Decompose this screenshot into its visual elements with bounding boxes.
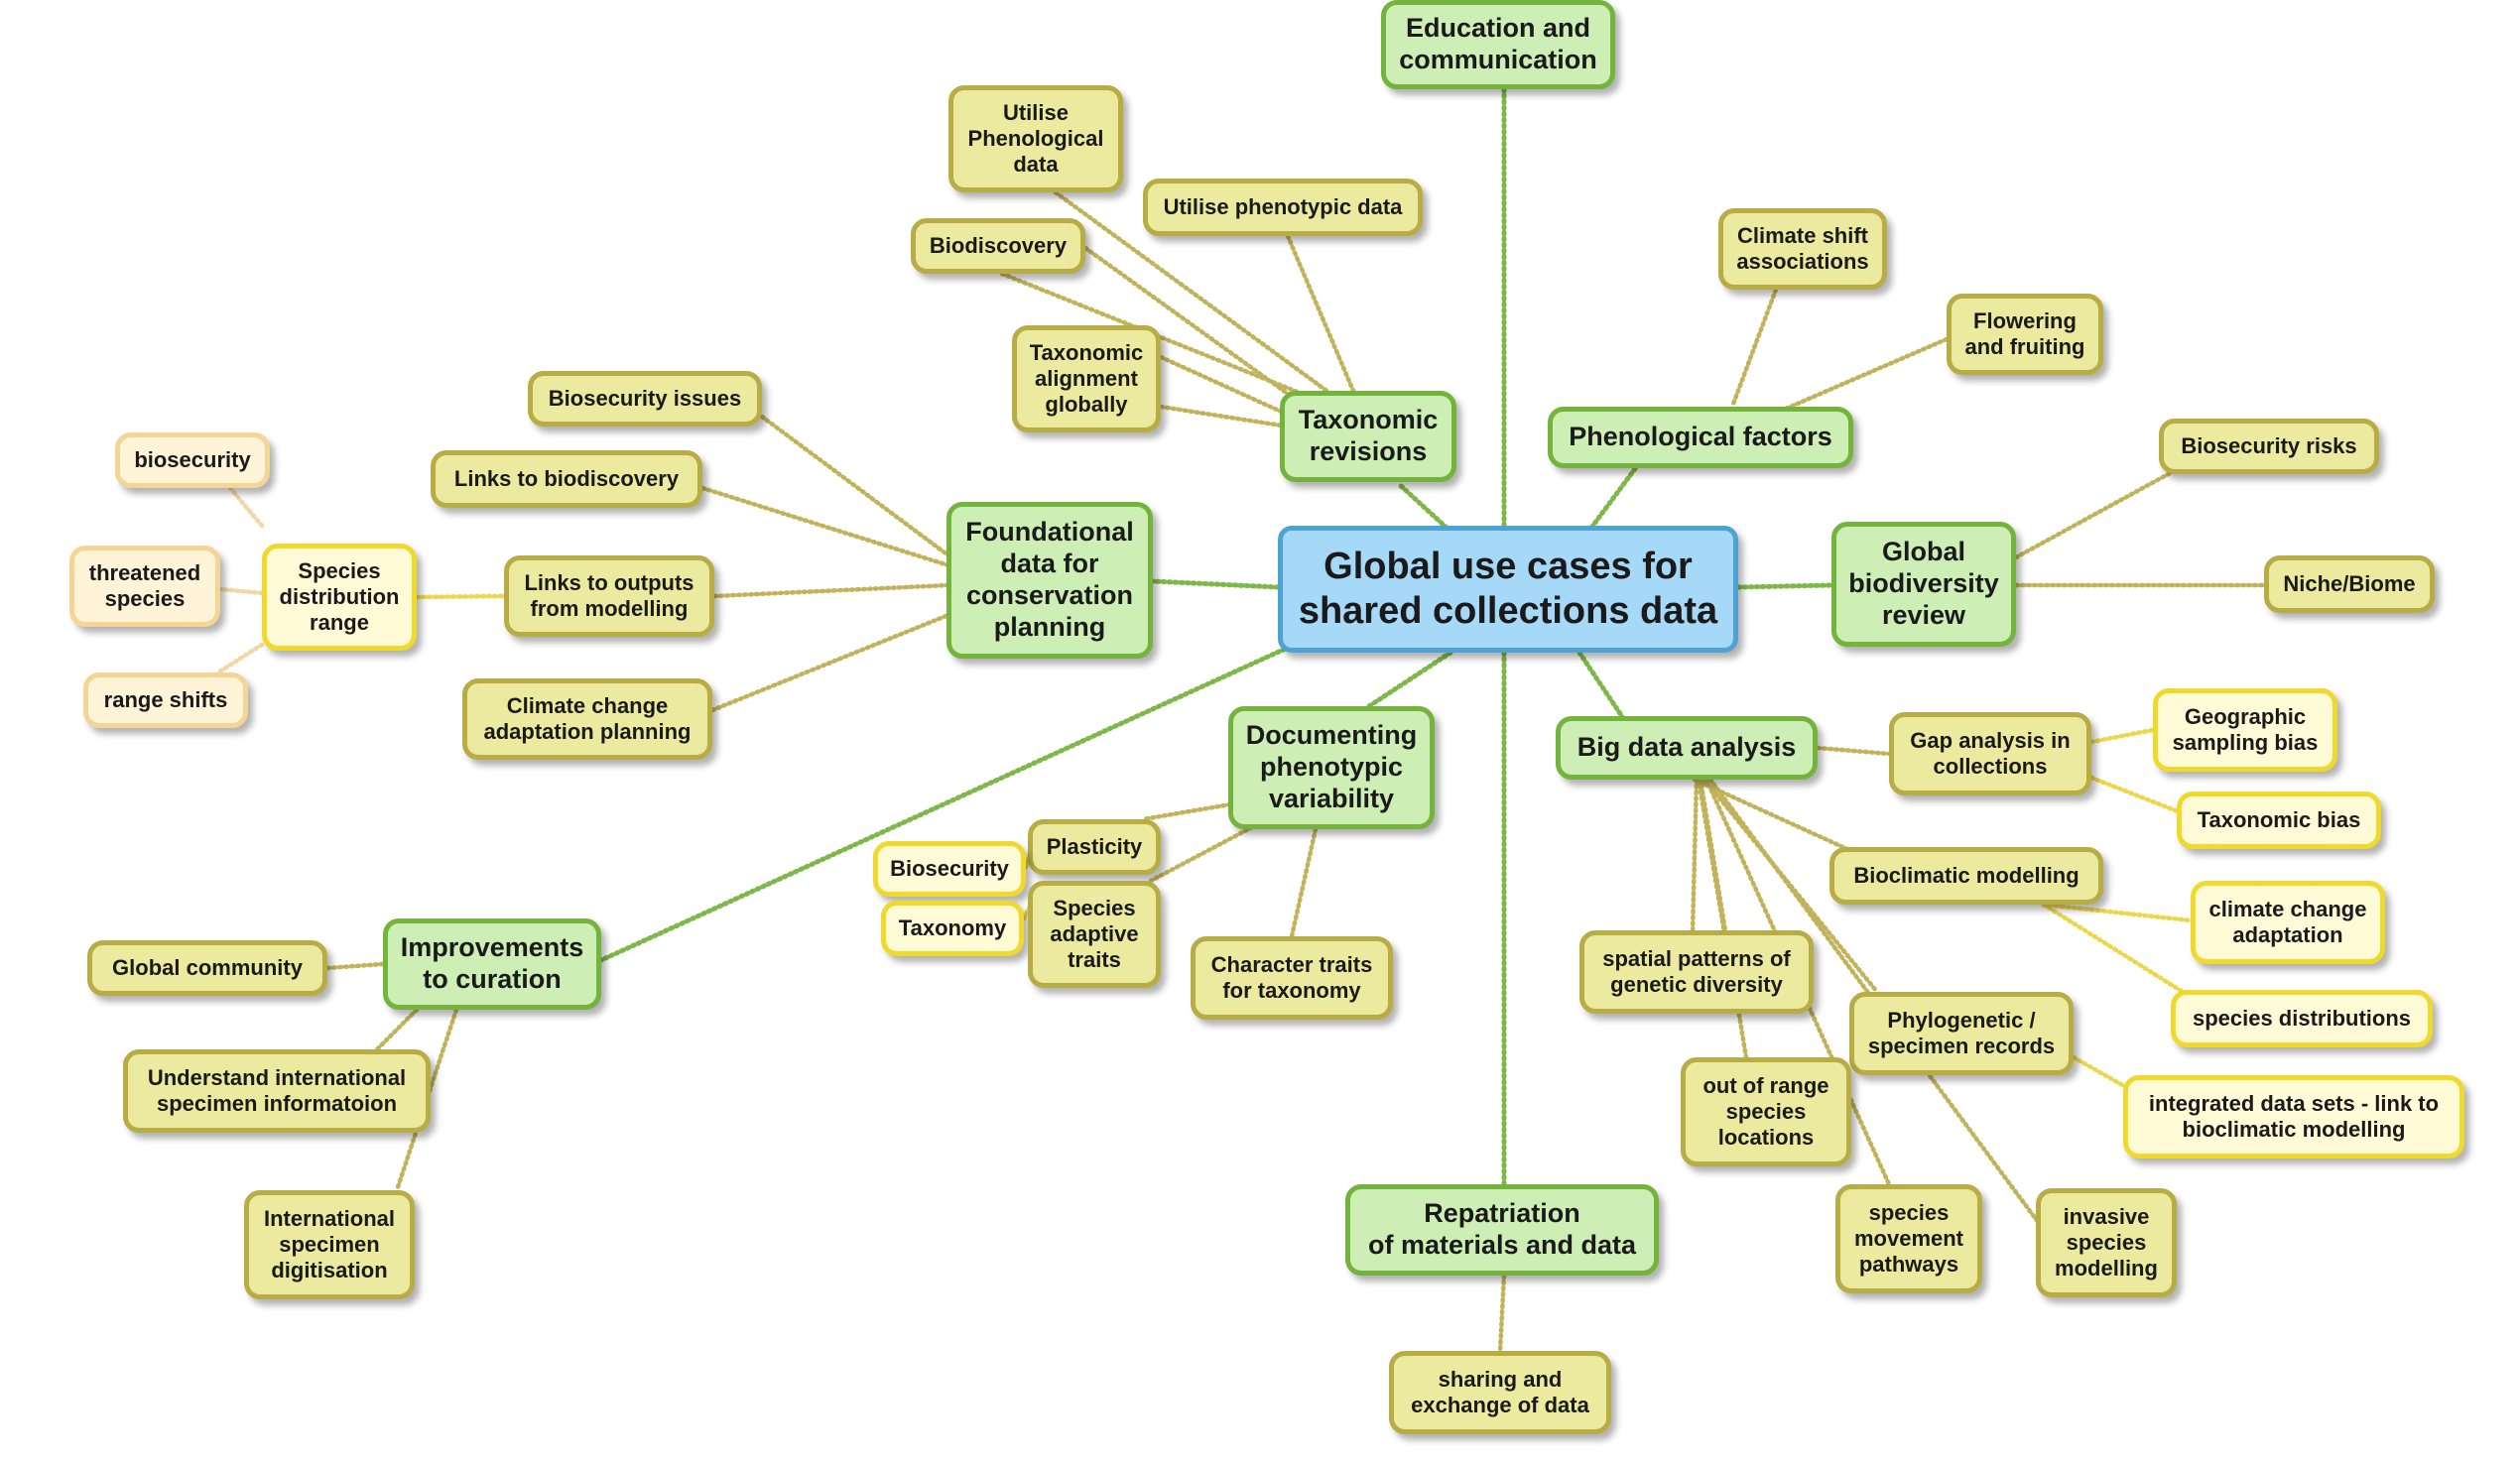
leaf-invasive-species-modelling[interactable]: invasive species modelling [2036, 1188, 2177, 1297]
leaf-links-to-biodiscovery[interactable]: Links to biodiscovery [431, 450, 702, 508]
branch-education-communication[interactable]: Education and communication [1381, 0, 1615, 89]
connector-line [2041, 902, 2186, 995]
connector-line [2088, 775, 2186, 816]
leaf-flowering-and-fruiting[interactable]: Flowering and fruiting [1947, 294, 2103, 375]
leaf-biosecurity-issues[interactable]: Biosecurity issues [528, 371, 762, 427]
connector-line [1053, 189, 1332, 396]
connector-line [1150, 578, 1281, 590]
leaf-taxonomic-alignment-globally[interactable]: Taxonomic alignment globally [1012, 325, 1161, 432]
leaf-biosecurity-documenting[interactable]: Biosecurity [873, 841, 1026, 897]
connector-line [1588, 463, 1640, 531]
connector-line [1289, 826, 1319, 939]
connector-line [2041, 902, 2194, 923]
leaf-spatial-patterns-genetic-diversity[interactable]: spatial patterns of genetic diversity [1579, 930, 1814, 1014]
connector-line [217, 586, 265, 596]
connector-line [1285, 233, 1356, 394]
leaf-understand-international-specimen-information[interactable]: Understand international specimen inform… [123, 1049, 431, 1133]
leaf-phylogenetic-specimen-records[interactable]: Phylogenetic / specimen records [1849, 992, 2074, 1075]
leaf-climate-shift-associations[interactable]: Climate shift associations [1718, 208, 1887, 290]
connector-line [1690, 777, 1700, 935]
connector-line [1082, 245, 1309, 410]
connector-line [1158, 404, 1291, 429]
connector-line [2088, 727, 2156, 745]
leaf-biosecurity-lower[interactable]: biosecurity [115, 432, 270, 488]
branch-phenological-factors[interactable]: Phenological factors [1548, 407, 1853, 468]
connector-line [1366, 650, 1453, 709]
connector-line [1158, 354, 1291, 418]
connector-line [598, 644, 1293, 963]
leaf-taxonomy[interactable]: Taxonomy [881, 901, 1024, 956]
leaf-bioclimatic-modelling[interactable]: Bioclimatic modelling [1829, 847, 2103, 905]
connector-line [759, 414, 951, 558]
branch-documenting-phenotypic-variability[interactable]: Documenting phenotypic variability [1228, 706, 1435, 829]
branch-global-biodiversity-review[interactable]: Global biodiversity review [1831, 522, 2016, 647]
connector-line [1783, 336, 1950, 412]
leaf-biosecurity-risks[interactable]: Biosecurity risks [2159, 419, 2379, 474]
leaf-biodiscovery[interactable]: Biodiscovery [911, 218, 1085, 274]
leaf-plasticity[interactable]: Plasticity [1028, 819, 1161, 875]
connector-line [711, 582, 951, 599]
connector-line [1497, 1273, 1507, 1354]
branch-taxonomic-revisions[interactable]: Taxonomic revisions [1280, 391, 1456, 482]
leaf-character-traits-for-taxonomy[interactable]: Character traits for taxonomy [1191, 936, 1393, 1020]
leaf-species-distribution-range[interactable]: Species distribution range [262, 544, 417, 651]
connector-line [2013, 463, 2186, 560]
leaf-integrated-data-sets[interactable]: integrated data sets - link to bioclimat… [2123, 1075, 2464, 1159]
connector-line [215, 642, 265, 675]
leaf-species-distributions[interactable]: species distributions [2171, 990, 2433, 1047]
central-topic[interactable]: Global use cases for shared collections … [1278, 526, 1738, 653]
connector-line [1815, 745, 1892, 757]
leaf-geographic-sampling-bias[interactable]: Geographic sampling bias [2153, 688, 2337, 772]
leaf-utilise-phenotypic-data[interactable]: Utilise phenotypic data [1143, 179, 1423, 236]
connector-line [1729, 287, 1779, 410]
leaf-climate-change-adaptation[interactable]: climate change adaptation [2191, 881, 2385, 964]
leaf-niche-biome[interactable]: Niche/Biome [2264, 555, 2435, 613]
leaf-species-movement-pathways[interactable]: species movement pathways [1835, 1184, 1982, 1293]
leaf-sharing-and-exchange-of-data[interactable]: sharing and exchange of data [1389, 1351, 1611, 1434]
leaf-taxonomic-bias[interactable]: Taxonomic bias [2177, 792, 2381, 849]
connector-line [1735, 582, 1834, 590]
connector-line [374, 1007, 420, 1052]
connector-line [1148, 824, 1255, 884]
leaf-threatened-species[interactable]: threatened species [69, 546, 220, 627]
branch-big-data-analysis[interactable]: Big data analysis [1556, 716, 1818, 780]
leaf-out-of-range-species-locations[interactable]: out of range species locations [1681, 1057, 1851, 1166]
connector-line [324, 961, 386, 971]
connector-line [1396, 481, 1449, 531]
connector-line [709, 612, 951, 713]
leaf-international-specimen-digitisation[interactable]: International specimen digitisation [244, 1190, 415, 1299]
branch-improvements-to-curation[interactable]: Improvements to curation [383, 918, 601, 1010]
connector-line [1576, 650, 1626, 721]
connector-line [699, 485, 951, 568]
connector-line [1140, 800, 1239, 822]
leaf-species-adaptive-traits[interactable]: Species adaptive traits [1028, 881, 1161, 988]
connector-line [414, 593, 507, 600]
leaf-gap-analysis-in-collections[interactable]: Gap analysis in collections [1889, 712, 2091, 795]
leaf-links-to-outputs-from-modelling[interactable]: Links to outputs from modelling [504, 555, 714, 637]
branch-foundational-data[interactable]: Foundational data for conservation plann… [946, 502, 1153, 659]
leaf-global-community[interactable]: Global community [87, 940, 327, 996]
leaf-climate-change-adaptation-planning[interactable]: Climate change adaptation planning [462, 678, 712, 760]
connector-line [227, 485, 265, 529]
leaf-range-shifts[interactable]: range shifts [83, 672, 248, 728]
leaf-utilise-phenological-data[interactable]: Utilise Phenological data [948, 85, 1123, 192]
branch-repatriation[interactable]: Repatriation of materials and data [1345, 1184, 1659, 1276]
